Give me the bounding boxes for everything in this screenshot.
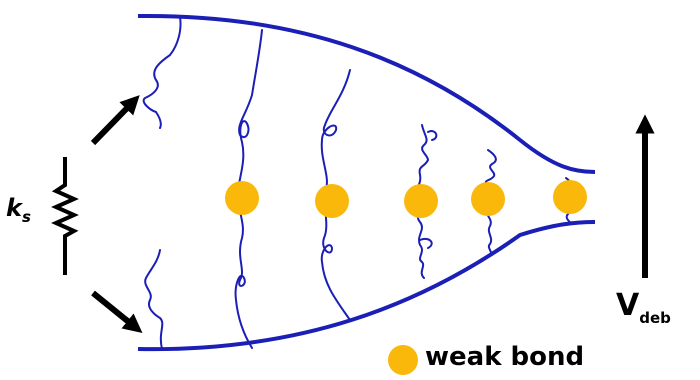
legend-label: weak bond xyxy=(425,342,585,372)
fiber-left-lower xyxy=(144,249,164,350)
circle-icon xyxy=(388,345,418,375)
spring-stiffness-label: ks xyxy=(6,194,31,226)
weak-bond-2 xyxy=(315,184,349,218)
pull-arrow-lower xyxy=(91,290,143,334)
weak-bond-1 xyxy=(225,181,259,215)
lower-crack-face xyxy=(137,220,596,352)
pull-arrow-upper xyxy=(90,95,140,146)
debonding-velocity-label: Vdeb xyxy=(616,288,671,327)
weak-bonds xyxy=(225,180,587,218)
spring-icon xyxy=(51,157,79,275)
weak-bond-5 xyxy=(553,180,587,214)
fiber-bridges xyxy=(142,16,574,350)
fiber-3-curl xyxy=(419,130,438,249)
weak-bond-3 xyxy=(404,184,438,218)
fiber-left-upper xyxy=(142,16,182,129)
weak-bond-4 xyxy=(471,182,505,216)
upper-crack-face xyxy=(137,13,596,174)
